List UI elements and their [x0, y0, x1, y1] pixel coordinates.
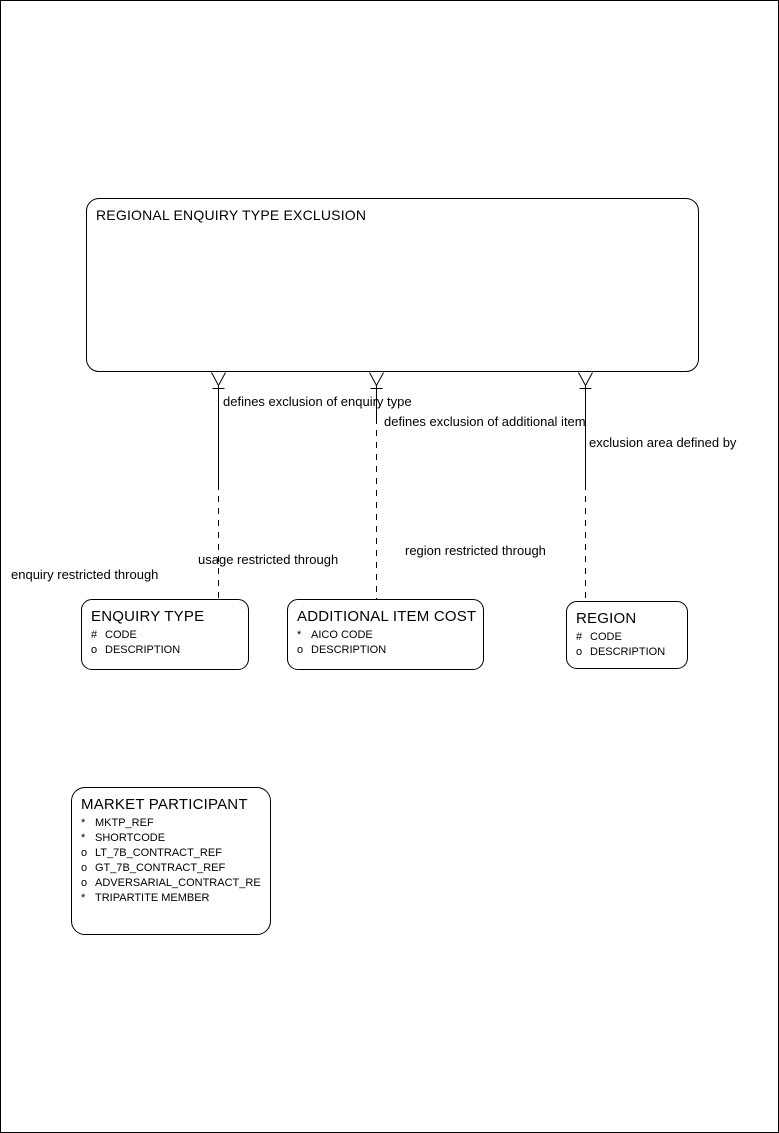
attribute-row: # CODE [91, 628, 239, 643]
attribute-prefix: * [297, 629, 302, 641]
attribute-prefix: o [91, 644, 98, 656]
entity-additional-item-cost: ADDITIONAL ITEM COST * AICO CODE o DESCRIP… [287, 599, 484, 670]
relationship-label-defines-exclusion-of-enquiry-type: defines exclusion of enquiry type [223, 394, 412, 409]
attribute-name: GT_7B_CONTRACT_REF [95, 862, 226, 874]
entity-regional-enquiry-type-exclusion: REGIONAL ENQUIRY TYPE EXCLUSION [86, 198, 699, 372]
attribute-prefix: * [81, 892, 86, 904]
attribute-prefix: * [81, 817, 86, 829]
attribute-row: o GT_7B_CONTRACT_REF [81, 861, 261, 876]
relationship-label-region-restricted-through: region restricted through [405, 543, 546, 558]
relationship-line-enquiry [211, 372, 226, 599]
attribute-name: MKTP_REF [95, 817, 154, 829]
relationship-label-exclusion-area-defined-by: exclusion area defined by [589, 435, 737, 450]
relationship-line-region [578, 372, 593, 601]
attribute-prefix: o [81, 862, 88, 874]
entity-region: REGION # CODE o DESCRIPTION [566, 601, 688, 669]
entity-market-participant: MARKET PARTICIPANT *MKTP_REF *SHORTCODE … [71, 787, 271, 935]
attribute-prefix: o [81, 877, 88, 889]
attribute-name: ADVERSARIAL_CONTRACT_RE [95, 877, 261, 889]
attribute-prefix: o [576, 646, 583, 658]
attribute-prefix: # [91, 629, 98, 641]
attribute-prefix: o [81, 847, 88, 859]
attribute-name: TRIPARTITE MEMBER [95, 892, 210, 904]
relationship-label-defines-exclusion-of-additional-item: defines exclusion of additional item [384, 414, 586, 429]
relationship-line-additional-item [369, 372, 384, 599]
attribute-name: LT_7B_CONTRACT_REF [95, 847, 222, 859]
entity-title: MARKET PARTICIPANT [81, 796, 248, 813]
attribute-row: o DESCRIPTION [297, 643, 474, 658]
entity-title: ENQUIRY TYPE [91, 608, 205, 625]
attribute-row: o DESCRIPTION [576, 645, 678, 660]
attribute-name: DESCRIPTION [590, 646, 666, 658]
attribute-name: SHORTCODE [95, 832, 166, 844]
attribute-row: * SHORTCODE [81, 831, 261, 846]
attribute-row: * AICO CODE [297, 628, 474, 643]
attribute-name: AICO CODE [311, 629, 373, 641]
attribute-prefix: * [81, 832, 86, 844]
attribute-row: o ADVERSARIAL_CONTRACT_RE [81, 876, 261, 891]
entity-title: REGION [576, 610, 637, 627]
attribute-row: * MKTP_REF [81, 816, 261, 831]
attribute-row: o LT_7B_CONTRACT_REF [81, 846, 261, 861]
attribute-name: DESCRIPTION [311, 644, 387, 656]
relationship-label-enquiry-restricted-through: enquiry restricted through [11, 567, 159, 582]
entity-enquiry-type: ENQUIRY TYPE # CODE o DESCRIPTION [81, 599, 249, 670]
entity-title: REGIONAL ENQUIRY TYPE EXCLUSION [96, 207, 367, 223]
entity-title: ADDITIONAL ITEM COST [297, 608, 477, 625]
attribute-name: CODE [590, 631, 622, 643]
attribute-prefix: # [576, 631, 583, 643]
attribute-name: CODE [105, 629, 137, 641]
attribute-name: DESCRIPTION [105, 644, 181, 656]
attribute-prefix: o [297, 644, 304, 656]
attribute-row: * TRIPARTITE MEMBER [81, 891, 261, 906]
relationship-label-usage-restricted-through: usage restricted through [198, 552, 339, 567]
attribute-row: # CODE [576, 630, 678, 645]
attribute-row: o DESCRIPTION [91, 643, 239, 658]
